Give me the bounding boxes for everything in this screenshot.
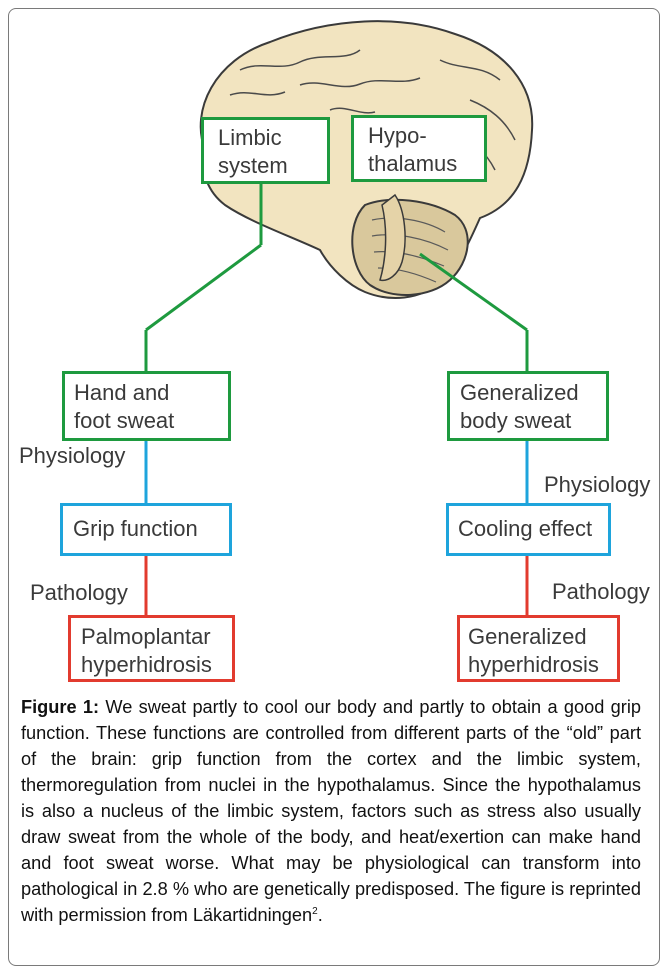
caption-text: We sweat partly to cool our body and par… — [21, 697, 641, 925]
hand-foot-line2: foot sweat — [74, 407, 228, 435]
palmoplantar-line2: hyperhidrosis — [81, 651, 232, 679]
figure-caption: Figure 1: We sweat partly to cool our bo… — [21, 694, 641, 928]
palmoplantar-hyperhidrosis-box: Palmoplantar hyperhidrosis — [68, 615, 235, 682]
generalized-body-sweat-box: Generalized body sweat — [447, 371, 609, 441]
caption-label: Figure 1: — [21, 697, 99, 717]
hand-foot-sweat-box: Hand and foot sweat — [62, 371, 231, 441]
physiology-label-right: Physiology — [544, 472, 650, 498]
pathology-label-right: Pathology — [552, 579, 650, 605]
hypothalamus-box: Hypo- thalamus — [351, 115, 487, 182]
generalized-hyper-line2: hyperhidrosis — [468, 651, 617, 679]
limbic-system-box: Limbic system — [201, 117, 330, 184]
hypo-line2: thalamus — [368, 150, 484, 178]
generalized-body-line2: body sweat — [460, 407, 606, 435]
diagram: Limbic system Hypo- thalamus Hand and fo… — [0, 0, 670, 690]
generalized-hyper-line1: Generalized — [468, 623, 617, 651]
hypo-line1: Hypo- — [368, 122, 484, 150]
generalized-body-line1: Generalized — [460, 379, 606, 407]
hand-foot-line1: Hand and — [74, 379, 228, 407]
grip-function-box: Grip function — [60, 503, 232, 556]
limbic-line1: Limbic — [218, 124, 327, 152]
limbic-line2: system — [218, 152, 327, 180]
cooling-effect-box: Cooling effect — [446, 503, 611, 556]
generalized-hyperhidrosis-box: Generalized hyperhidrosis — [457, 615, 620, 682]
palmoplantar-line1: Palmoplantar — [81, 623, 232, 651]
caption-end: . — [318, 905, 323, 925]
physiology-label-left: Physiology — [19, 443, 125, 469]
pathology-label-left: Pathology — [30, 580, 128, 606]
